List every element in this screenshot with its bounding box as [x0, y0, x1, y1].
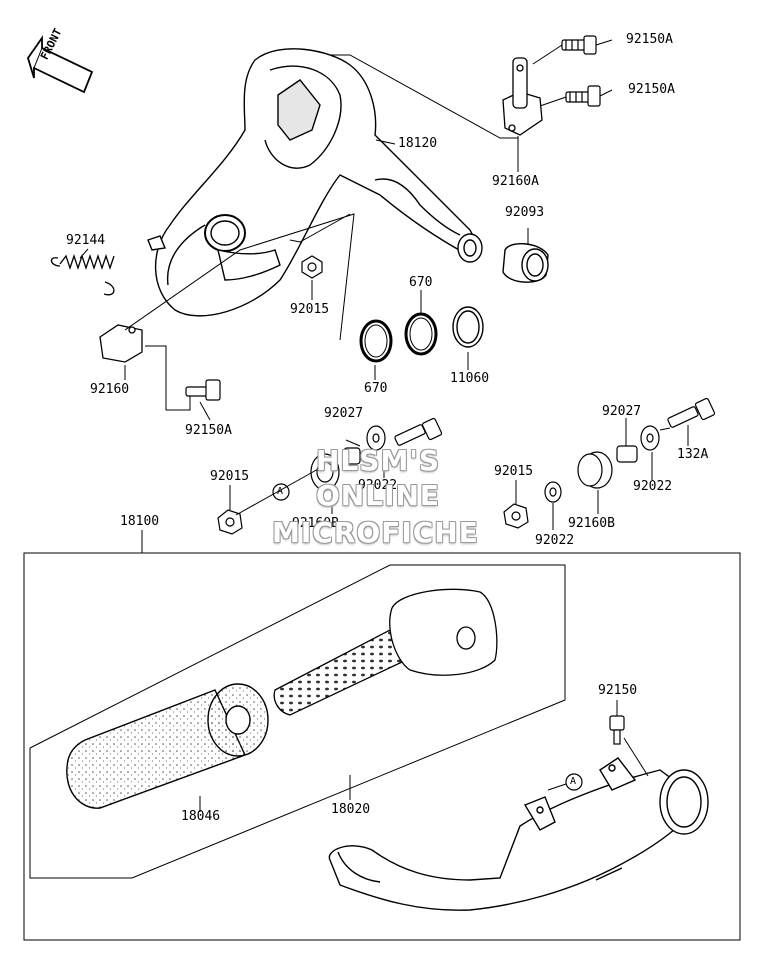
- washer-92022-left-icon: [366, 425, 386, 451]
- part-label-92093: 92093: [505, 205, 545, 220]
- part-label-92150a-3: 92150A: [185, 423, 232, 438]
- silencer-packing-18046-icon: [66, 683, 269, 809]
- part-label-92015-top: 92015: [290, 302, 330, 317]
- nut-92015-left-icon: [217, 509, 243, 535]
- front-arrow-icon: [27, 35, 94, 94]
- ref-a-label-upper: A: [277, 486, 284, 497]
- bracket-92160-icon: [99, 324, 143, 363]
- part-label-92144: 92144: [66, 233, 106, 248]
- part-label-670-top: 670: [409, 275, 433, 290]
- ref-a-marker-lower: [565, 773, 583, 791]
- part-label-18020: 18020: [331, 802, 371, 817]
- collar-92027-left-icon: [343, 447, 361, 465]
- part-label-92150a-2: 92150A: [628, 82, 675, 97]
- ref-a-label-lower: A: [570, 776, 577, 787]
- washer-92022-right-bottom-icon: [544, 481, 562, 503]
- damper-92160b-right-icon: [577, 451, 613, 489]
- part-label-92022-right-bottom: 92022: [535, 533, 575, 548]
- part-label-92160b-left: 92160B: [292, 516, 339, 531]
- part-label-18120: 18120: [398, 136, 438, 151]
- leader-lines-lower: [199, 700, 649, 812]
- part-label-92015-right: 92015: [494, 464, 534, 479]
- bolt-92150-icon: [609, 715, 625, 745]
- perforated-core-icon: [273, 588, 498, 716]
- part-label-92022-left: 92022: [358, 478, 398, 493]
- part-label-92160a: 92160A: [492, 174, 539, 189]
- muffler-assembly-frame: [23, 530, 741, 941]
- part-label-18100: 18100: [120, 514, 160, 529]
- o-ring-670-icon: [359, 312, 438, 363]
- part-label-92022-right-top: 92022: [633, 479, 673, 494]
- leader-lines-mid-right: [515, 418, 689, 530]
- part-label-92150: 92150: [598, 683, 638, 698]
- silencer-body-18020-icon: [328, 757, 709, 911]
- spring-92144-icon: [50, 253, 115, 296]
- part-label-92160b-right: 92160B: [568, 516, 615, 531]
- nut-92015-right-icon: [503, 503, 529, 529]
- bolt-mid-left-icon: [394, 417, 443, 446]
- collar-92027-right-icon: [616, 445, 638, 463]
- part-label-18046: 18046: [181, 809, 221, 824]
- part-label-92160: 92160: [90, 382, 130, 397]
- part-label-11060: 11060: [450, 371, 490, 386]
- damper-92160b-left-icon: [310, 453, 340, 491]
- watermark-line3: MICROFICHE: [272, 516, 479, 549]
- watermark-line1: HLSM'S: [316, 444, 441, 477]
- bolt-92150a-mid-icon: [565, 85, 601, 107]
- bolt-132a-icon: [667, 397, 716, 428]
- bolt-92150a-bottom-icon: [185, 379, 221, 401]
- leader-lines-upper: [79, 39, 613, 421]
- part-label-92027-right: 92027: [602, 404, 642, 419]
- bolt-92150a-top-icon: [561, 35, 597, 55]
- watermark-line2: ONLINE: [316, 479, 441, 512]
- part-label-670-bottom: 670: [364, 381, 388, 396]
- part-label-132a: 132A: [677, 447, 709, 462]
- part-label-92015-left: 92015: [210, 469, 250, 484]
- collar-92093-icon: [502, 243, 549, 283]
- bracket-92160a-icon: [502, 57, 543, 136]
- exhaust-pipe-icon: [147, 48, 483, 317]
- washer-92022-right-top-icon: [640, 425, 660, 451]
- part-label-92150a-1: 92150A: [626, 32, 673, 47]
- gasket-11060-icon: [452, 306, 484, 348]
- nut-92015-top-icon: [301, 255, 323, 279]
- leader-lines-mid-left: [229, 439, 385, 516]
- part-label-92027-left: 92027: [324, 406, 364, 421]
